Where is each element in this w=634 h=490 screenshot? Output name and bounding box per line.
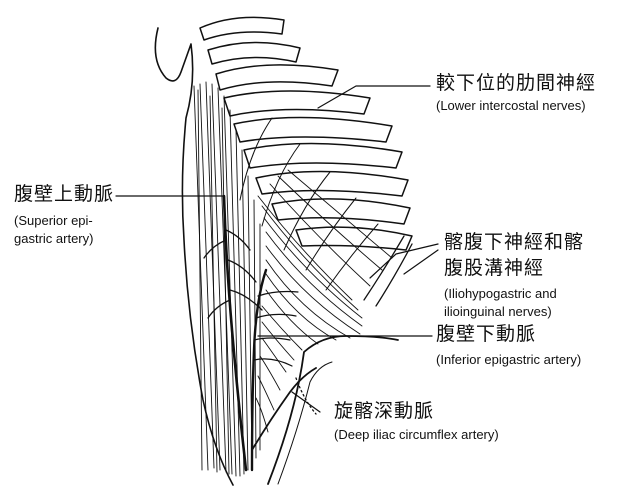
rib: [208, 42, 300, 64]
ribcage: [200, 17, 412, 250]
label-lower-intercostal-zh: 較下位的肋間神經: [436, 74, 596, 93]
rib: [244, 143, 402, 168]
label-superior-epigastric-en-2: gastric artery): [14, 232, 93, 245]
label-deep-iliac-zh: 旋髂深動脈: [334, 402, 434, 421]
label-ilio-zh-2: 腹股溝神經: [444, 259, 544, 278]
label-deep-iliac-en: (Deep iliac circumflex artery): [334, 428, 499, 441]
label-ilio-en-1: (Iliohypogastric and: [444, 287, 557, 300]
label-inferior-epigastric-zh: 腹壁下動脈: [436, 325, 536, 344]
rib: [272, 199, 410, 224]
label-superior-epigastric-en-1: (Superior epi-: [14, 214, 93, 227]
pelvis-inner-contour: [278, 362, 332, 484]
label-ilio-en-2: ilioinguinal nerves): [444, 305, 552, 318]
rib: [216, 65, 338, 90]
label-superior-epigastric-zh: 腹壁上動脈: [14, 185, 114, 204]
leader-iliohypogastric-2: [404, 250, 438, 274]
rib: [256, 171, 408, 196]
label-inferior-epigastric-en: (Inferior epigastric artery): [436, 353, 581, 366]
label-lower-intercostal-en: (Lower intercostal nerves): [436, 99, 586, 112]
rib: [224, 91, 370, 116]
leader-deep-iliac: [292, 392, 320, 412]
rib: [234, 117, 392, 142]
rib: [200, 17, 284, 40]
label-ilio-zh-1: 髂腹下神經和髂: [444, 233, 584, 252]
